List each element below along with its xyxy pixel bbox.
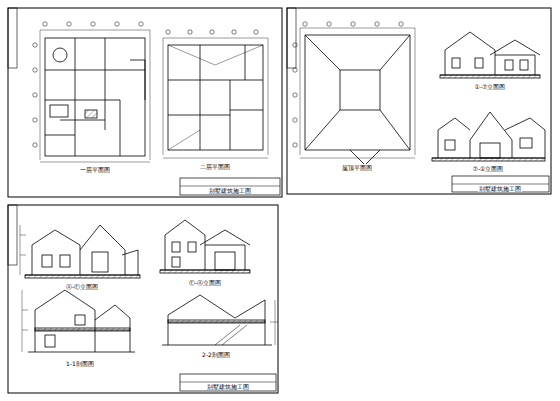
drawing-title: Ⓐ-Ⓔ立面图 [65,283,99,290]
drawing-title: 二层平面图 [199,163,231,170]
axis-bubble [254,30,258,34]
axis-bubble [33,143,37,147]
axis-bubble [293,118,297,122]
title-block-text: 别墅建筑施工图 [478,185,522,192]
drawing-title: ⑦-①立面图 [472,165,505,172]
axis-bubble [33,43,37,47]
axis-bubble [327,22,331,26]
axis-bubble [293,93,297,97]
axis-bubble [351,22,355,26]
axis-bubble [232,30,236,34]
drawing-title: 一层平面图 [79,166,111,173]
drawing-title: ①-⑦立面图 [474,83,507,90]
axis-bubble [43,22,47,26]
axis-bubble [115,22,119,26]
drawing-title: 2-2剖面图 [201,351,231,358]
axis-bubble [303,22,307,26]
drawing-title: 屋顶平面图 [341,164,373,171]
axis-bubble [293,43,297,47]
axis-bubble [91,22,95,26]
axis-bubble [33,68,37,72]
title-block-text: 别墅建筑施工图 [208,187,252,194]
axis-bubble [166,30,170,34]
axis-bubble [33,93,37,97]
axis-bubble [139,22,143,26]
drawing-title: Ⓔ-Ⓐ立面图 [188,279,222,286]
axis-bubble [375,22,379,26]
axis-bubble [33,118,37,122]
axis-bubble [293,68,297,72]
axis-bubble [210,30,214,34]
title-block-text: 别墅建筑施工图 [206,383,250,390]
axis-bubble [188,30,192,34]
axis-bubble [399,22,403,26]
axis-bubble [67,22,71,26]
axis-bubble [293,143,297,147]
drawing-title: 1-1剖面图 [65,360,95,367]
